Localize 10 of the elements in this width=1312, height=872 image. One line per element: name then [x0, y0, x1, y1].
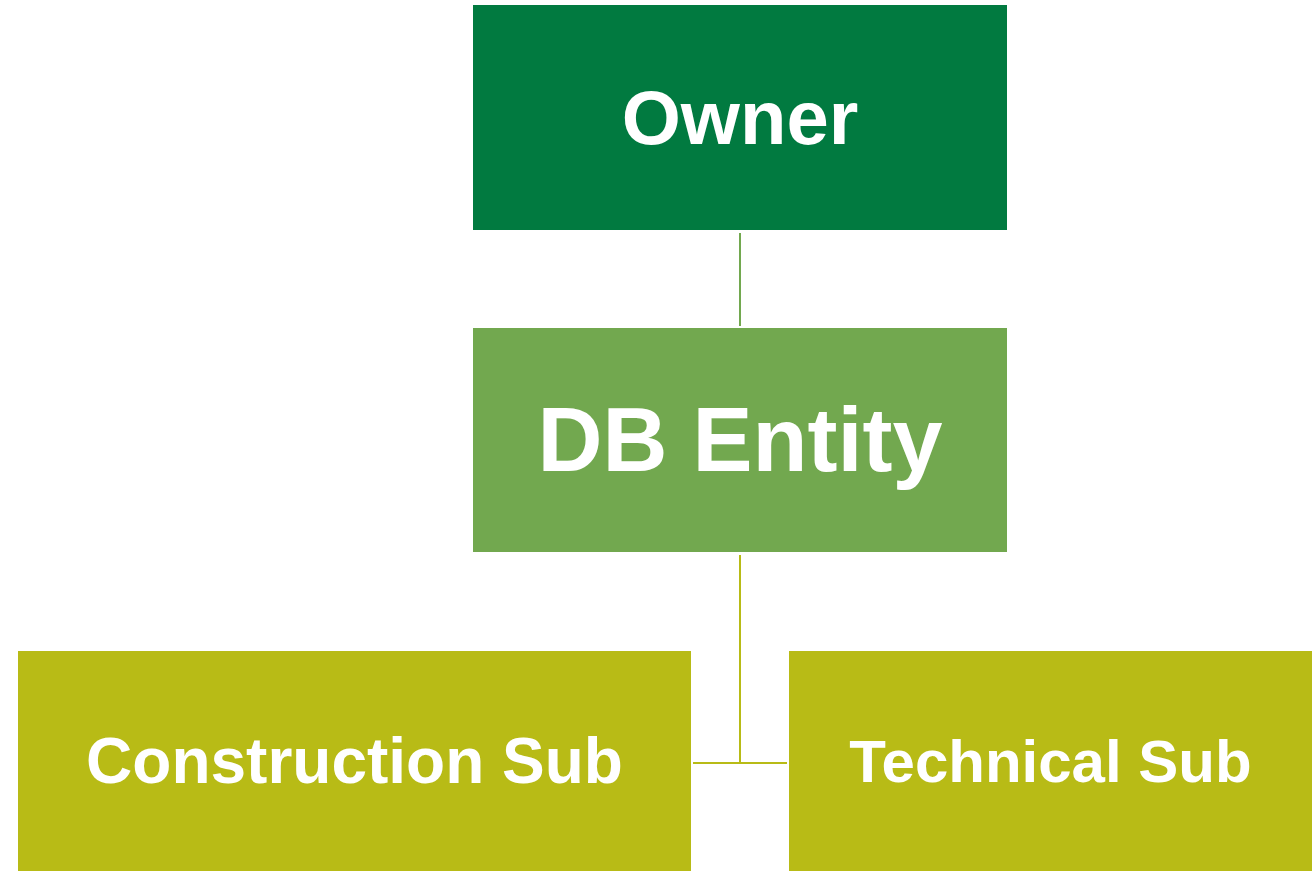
- org-box: [473, 328, 1007, 552]
- connector-line: [739, 232, 741, 327]
- box-label: Construction Sub: [86, 724, 623, 798]
- org-box: [473, 5, 1007, 230]
- box-label: DB Entity: [537, 388, 943, 492]
- box-label: Technical Sub: [849, 726, 1252, 796]
- org-box: [18, 651, 691, 871]
- org-box: [789, 651, 1312, 871]
- box-label: Owner: [621, 74, 859, 161]
- connector-line: [739, 554, 788, 764]
